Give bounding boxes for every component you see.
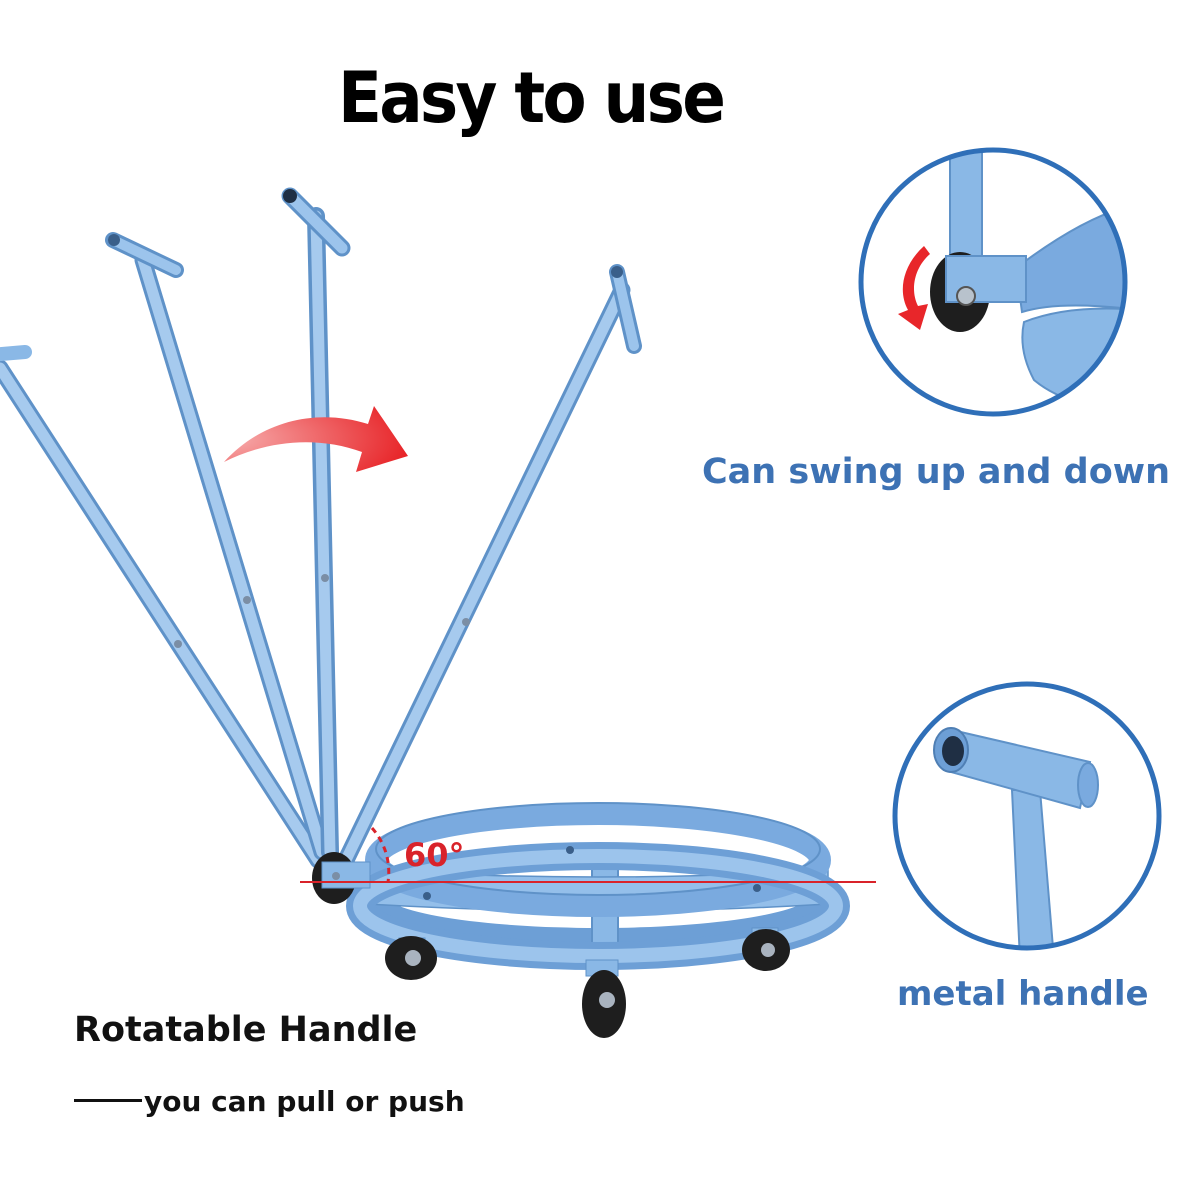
handle-position-1 <box>0 345 327 869</box>
caster-wheel-front <box>582 959 626 1038</box>
rotatable-handle-title: Rotatable Handle <box>74 1010 418 1050</box>
swing-arrow-icon <box>224 406 408 472</box>
page-title: Easy to use <box>338 57 726 139</box>
caster-wheel-left <box>385 936 437 980</box>
swing-joint-zoom <box>858 147 1128 417</box>
em-dash-line <box>74 1098 142 1102</box>
rotatable-handle-subtitle-line: you can pull or push <box>74 1082 465 1122</box>
pivot-wheel <box>312 852 371 904</box>
metal-handle-caption: metal handle <box>897 974 1149 1014</box>
angle-label: 60° <box>404 836 465 874</box>
swing-caption: Can swing up and down <box>702 452 1171 492</box>
caster-wheel-right <box>742 927 790 971</box>
handle-position-2 <box>105 232 331 861</box>
metal-handle-zoom <box>892 681 1162 951</box>
angle-indicator: 60° <box>300 827 876 883</box>
rotatable-handle-subtitle: you can pull or push <box>144 1085 465 1118</box>
handle-position-3 <box>281 187 351 861</box>
handle-position-4 <box>336 264 642 871</box>
rotate-arrow-icon <box>898 246 930 330</box>
drum-dolly <box>346 802 850 970</box>
